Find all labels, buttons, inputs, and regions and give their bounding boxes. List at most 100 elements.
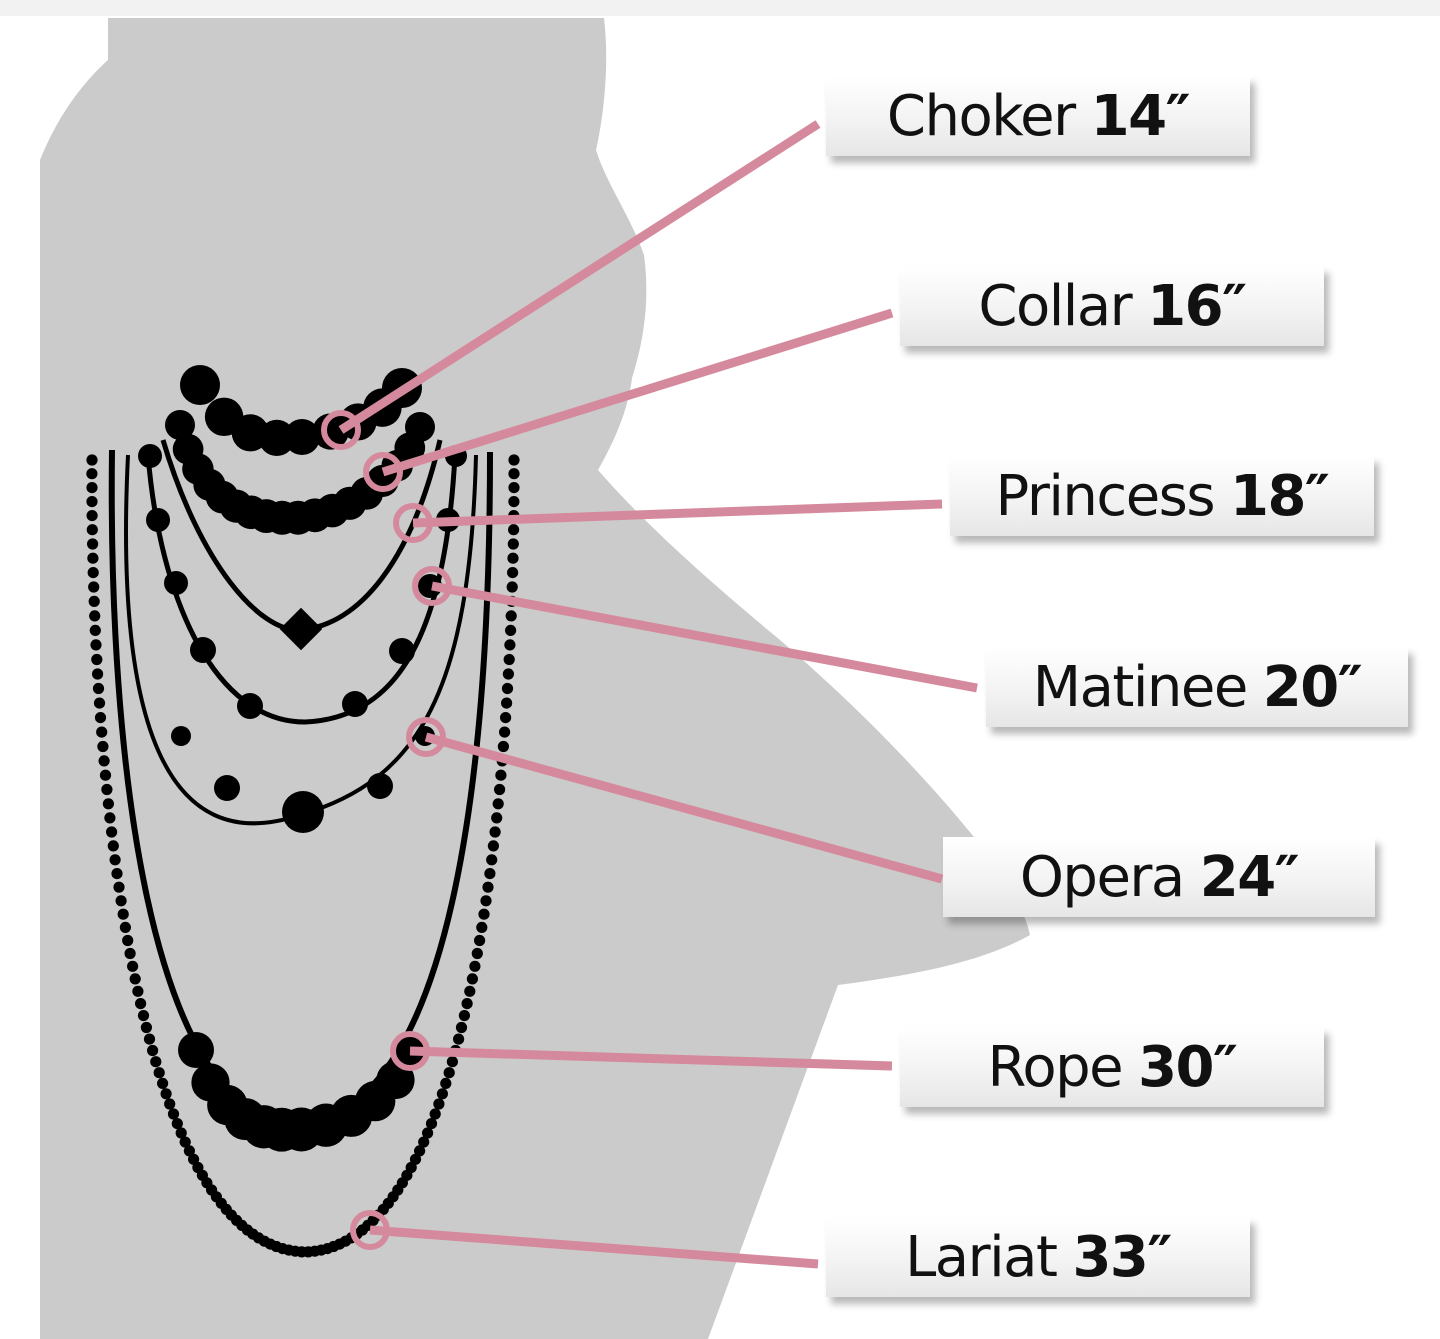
lariat-strand-bead [455, 1021, 468, 1034]
lariat-strand-bead [502, 668, 514, 680]
lariat-strand-bead [484, 868, 496, 880]
leader-ring [390, 1031, 430, 1071]
leader-line [338, 120, 821, 434]
lariat-strand-bead [507, 552, 519, 564]
label-rope-length: 30″ [1138, 1034, 1238, 1100]
rope-beads-bead [376, 1060, 415, 1100]
lariat-strand-bead [99, 769, 112, 781]
lariat-strand-bead [86, 468, 98, 480]
leader-lines [321, 120, 978, 1269]
lariat-strand-bead [94, 712, 107, 724]
lariat-strand-bead [104, 812, 116, 824]
lariat-strand-bead [89, 624, 101, 637]
lariat-strand-bead [147, 1044, 159, 1057]
lariat-strand-bead [429, 1108, 441, 1120]
lariat-strand-bead [508, 468, 520, 480]
collar-strand-bead [405, 412, 435, 442]
lariat-strand-bead [160, 1088, 172, 1100]
lariat-strand-bead [117, 908, 129, 920]
collar-strand [165, 410, 435, 535]
lariat-strand-bead [446, 1056, 458, 1068]
lariat-strand-bead [471, 947, 483, 960]
label-princess: Princess 18″ [950, 456, 1374, 536]
choker-strand-bead [284, 419, 320, 455]
lariat-strand-bead [102, 798, 114, 810]
lariat-strand-bead [111, 868, 123, 880]
leader-line [431, 581, 978, 693]
lariat-strand-bead [175, 1127, 187, 1139]
label-lariat-name: Lariat [905, 1224, 1058, 1290]
lariat-strand-bead [501, 697, 513, 709]
opera-bead [171, 726, 191, 746]
label-lariat: Lariat 33″ [826, 1217, 1250, 1297]
lariat-strand-bead [86, 496, 98, 508]
lariat-strand-bead [143, 1033, 156, 1045]
lariat-strand-bead [505, 624, 517, 637]
matinee-bead [342, 691, 368, 717]
label-opera-name: Opera [1019, 844, 1185, 910]
opera-bead [282, 791, 324, 833]
lariat-strand-bead [101, 783, 113, 796]
top-band [0, 0, 1440, 16]
label-collar-length: 16″ [1147, 273, 1247, 339]
leader-ring [350, 1210, 390, 1250]
label-princess-name: Princess [995, 463, 1216, 529]
lariat-strand-bead [87, 538, 99, 550]
lariat-strand-bead [508, 454, 520, 466]
lariat-strand-bead [494, 783, 506, 796]
lariat-strand-bead [422, 1127, 434, 1139]
lariat-strand-bead [476, 921, 488, 934]
lariat-strand-bead [503, 653, 515, 666]
label-matinee: Matinee 20″ [986, 647, 1408, 727]
rope-beads [178, 1032, 428, 1152]
leader-ring [406, 717, 446, 757]
label-collar-name: Collar [978, 273, 1132, 339]
lariat-strand-bead [504, 639, 516, 651]
lariat-strand-bead [122, 934, 134, 947]
lariat-strand-bead [183, 1145, 195, 1157]
lariat-strand-bead [106, 826, 118, 838]
lariat-strand-bead [91, 653, 103, 666]
lariat-strand-bead [97, 740, 109, 753]
lariat-strand-bead [140, 1021, 152, 1034]
lariat-strand-bead [92, 682, 105, 695]
matinee-bead [146, 508, 170, 532]
lariat-strand-bead [164, 1098, 176, 1110]
lariat-strand-bead [93, 697, 106, 709]
label-opera-length: 24″ [1199, 844, 1300, 910]
lariat-strand-bead [499, 726, 511, 738]
lariat-strand-bead [86, 524, 98, 536]
lariat-strand-bead [107, 840, 119, 852]
lariat-strand-bead [87, 567, 99, 579]
lariat-strand-bead [98, 755, 110, 767]
lariat-strand-bead [466, 973, 478, 985]
label-lariat-length: 33″ [1072, 1224, 1172, 1290]
leader-line [381, 308, 894, 477]
lariat-strand-bead [119, 921, 131, 934]
lariat-strand-bead [87, 552, 99, 564]
label-choker: Choker 14″ [826, 76, 1250, 156]
label-opera: Opera 24″ [943, 837, 1375, 917]
lariat-strand-bead [405, 1161, 417, 1174]
label-choker-name: Choker [886, 83, 1076, 149]
lariat-strand-bead [135, 998, 147, 1010]
lariat-strand-bead [443, 1067, 455, 1079]
lariat-strand-bead [436, 1088, 448, 1100]
matinee-bead [190, 637, 216, 663]
lariat-strand-bead [167, 1108, 180, 1120]
lariat-strand-bead [500, 712, 512, 724]
lariat-strand-bead [115, 895, 127, 907]
matinee-bead [418, 574, 442, 598]
lariat-strand-bead [505, 610, 517, 622]
lariat-strand-bead [171, 1118, 183, 1130]
lariat-strand-bead [88, 595, 100, 608]
lariat-strand-bead [458, 1010, 470, 1022]
lariat-strand-bead [86, 482, 98, 494]
leader-ring [321, 410, 361, 450]
leader-line [412, 499, 943, 528]
label-matinee-name: Matinee [1032, 654, 1249, 720]
label-rope: Rope 30″ [900, 1027, 1324, 1107]
lariat-strand-bead [497, 740, 509, 753]
choker-strand-bead [180, 365, 220, 405]
